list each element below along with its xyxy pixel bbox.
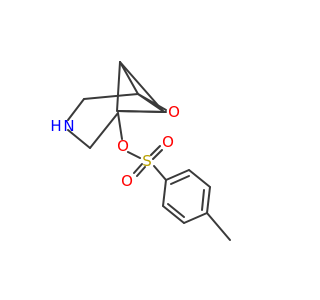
bond-s-aryl bbox=[153, 165, 167, 181]
bond-ring-4 bbox=[183, 212, 208, 224]
bond-ring-1-inner bbox=[170, 175, 190, 185]
bond-s-o-upper-a bbox=[150, 145, 161, 156]
atom-o-sulfonyl-upper: O bbox=[162, 133, 174, 151]
bond-ch2-n bbox=[67, 98, 85, 121]
atom-o-sulfonyl-lower: O bbox=[121, 172, 133, 190]
bond-top-c5 bbox=[119, 61, 164, 112]
bond-ring-2 bbox=[188, 169, 211, 188]
bond-n-ch2-lower bbox=[67, 129, 91, 149]
tolyl-ring bbox=[162, 169, 231, 241]
bond-ring-3 bbox=[206, 186, 211, 214]
bond-c1-o-ring-short bbox=[117, 110, 165, 113]
bond-c5-ch2-upper bbox=[83, 93, 139, 100]
bond-ring-5 bbox=[162, 205, 185, 224]
sulfonyl-group bbox=[127, 145, 167, 181]
bond-c1-c5 bbox=[119, 61, 139, 95]
structure-diagram: N H O O S O O bbox=[50, 61, 231, 241]
bicyclic-core bbox=[67, 61, 167, 149]
atom-o-ester: O bbox=[117, 137, 129, 155]
bond-ch2-c1 bbox=[89, 112, 119, 149]
atom-s: S bbox=[142, 152, 152, 170]
bond-s-o-lower-b bbox=[136, 166, 146, 177]
atom-labels: N H O O S O O bbox=[50, 103, 180, 190]
bond-s-o-upper-b bbox=[152, 149, 163, 160]
bond-c1-bridgehead-top bbox=[116, 61, 121, 112]
bond-c1-o-ester bbox=[117, 112, 123, 140]
atom-o-ring: O bbox=[168, 103, 180, 121]
atom-h: H bbox=[50, 117, 61, 135]
bond-o-ester-s bbox=[127, 151, 141, 159]
bond-ring-3-inner bbox=[201, 189, 205, 211]
bond-ring-6 bbox=[162, 179, 167, 207]
bond-ring-5-inner bbox=[167, 203, 185, 218]
bond-methyl bbox=[206, 212, 231, 241]
bond-c5-o-ring bbox=[137, 93, 167, 111]
bond-s-o-lower-a bbox=[133, 163, 143, 174]
atom-n: N bbox=[63, 117, 74, 135]
bond-ring-1 bbox=[165, 169, 190, 181]
